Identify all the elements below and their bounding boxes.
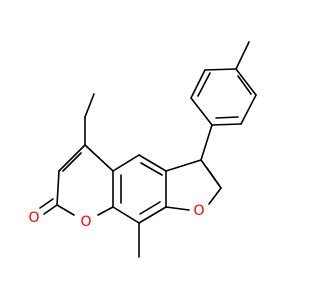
bond-c8b-c9 <box>138 206 167 224</box>
bond-ar6-ar1 <box>211 123 242 126</box>
bond-ar4-ar5-double <box>237 75 252 95</box>
oxygen-label-carbonyl: O <box>28 210 39 226</box>
bond-c5-c5a-double <box>140 162 163 176</box>
bond-ar4-ar5 <box>235 68 257 96</box>
bond-c9-c8a <box>112 206 140 224</box>
bond-c3-aryl <box>200 124 213 161</box>
bond-para-methyl <box>235 41 250 70</box>
bond-ar6-ar1-double <box>215 116 239 119</box>
bond-c5a-c3 <box>165 159 202 172</box>
bond-c8b-c9-double <box>139 201 161 215</box>
oxygen-label-furan: O <box>193 203 204 219</box>
bond-c2-o1 <box>56 204 75 216</box>
bond-carbonyl-1 <box>43 204 58 215</box>
bond-c3-c2 <box>56 170 60 206</box>
bond-o-c8b <box>165 206 190 211</box>
molecule-drawing: O O O <box>28 41 257 258</box>
oxygen-label-ring: O <box>80 214 91 230</box>
bond-c2f-o <box>208 187 222 205</box>
bond-ar1-ar2 <box>190 97 213 126</box>
structure-diagram: O O O <box>28 41 257 258</box>
bond-ar5-ar6 <box>240 94 257 125</box>
bond-c3-c2f-double <box>206 167 220 186</box>
bond-c4a-c4 <box>84 144 114 172</box>
bond-ar2-ar3 <box>190 69 206 99</box>
bond-ar3-ar4 <box>204 68 237 71</box>
bond-o1-c8a <box>97 206 114 216</box>
bond-c4a-c5 <box>112 154 140 172</box>
bond-ethyl-ch3 <box>84 93 95 118</box>
bond-c4-c3-double <box>62 152 82 172</box>
bond-carbonyl-2 <box>39 198 54 209</box>
bond-c5-c5a <box>138 154 167 172</box>
bond-ar2-ar3-double <box>197 72 211 97</box>
bond-c4-c3 <box>58 144 86 172</box>
